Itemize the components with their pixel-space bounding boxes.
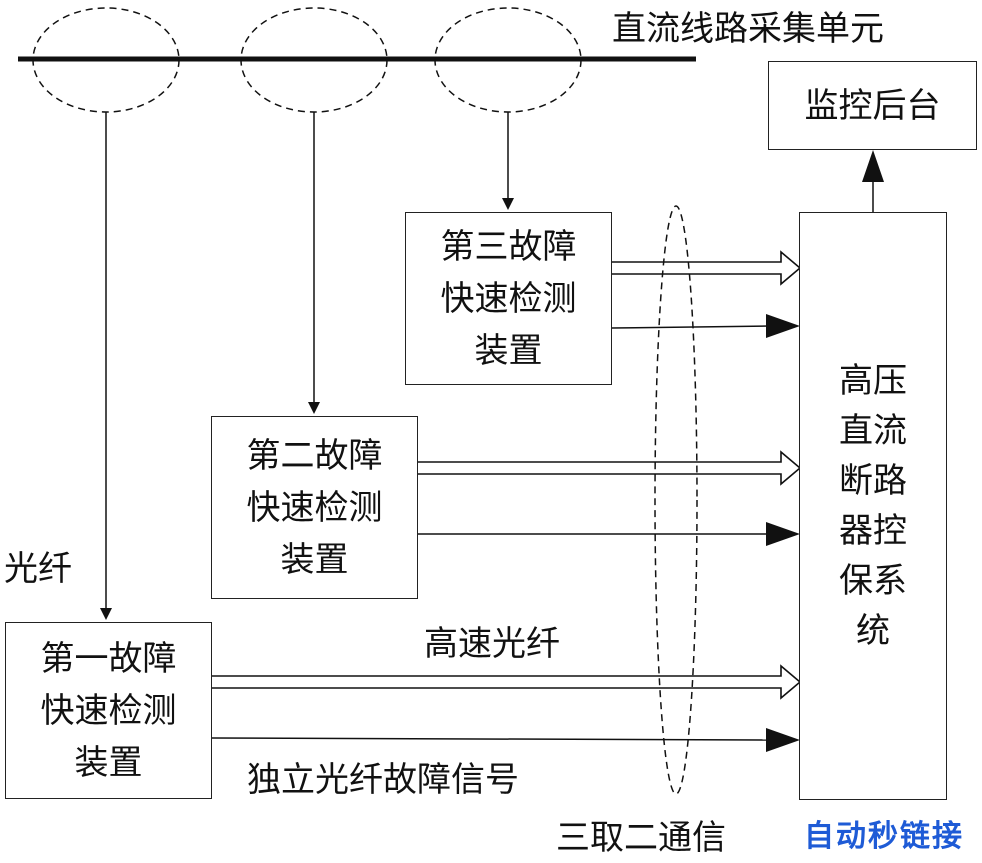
fault-detector-2-box: 第二故障 快速检测 装置 [211,416,418,599]
controller-line-2: 直流 [839,411,907,451]
hollow-arrow-device2 [418,450,802,486]
device1-line-2: 快速检测 [40,690,177,731]
controller-line-4: 器控 [839,511,907,551]
hollow-arrow-device1 [212,664,802,700]
monitor-arrowhead [862,150,884,182]
signal-arrowhead-device3 [766,314,800,338]
controller-line-3: 断路 [839,461,907,501]
fault-detector-1-box: 第一故障 快速检测 装置 [5,622,212,799]
controller-line-5: 保系 [839,561,907,601]
signal-line-device3 [611,325,771,329]
dc-line-collection-unit-label: 直流线路采集单元 [612,9,884,49]
signal-arrowhead-device2 [766,522,800,546]
hollow-arrow-device3 [612,250,802,286]
monitor-backend-box: 监控后台 [768,61,977,150]
device1-line-3: 装置 [74,742,143,783]
device3-line-3: 装置 [474,330,543,371]
device3-line-1: 第三故障 [440,226,577,267]
controller-line-6: 统 [856,611,890,651]
two-of-three-ellipse [654,205,698,795]
hvdc-breaker-controller-box: 高压 直流 断路 器控 保系 统 [799,212,947,800]
controller-line-1: 高压 [839,361,907,401]
device1-line-1: 第一故障 [40,638,177,679]
signal-arrowhead-device1 [766,728,800,752]
signal-line-device1 [211,737,771,741]
fiber-label: 光纤 [4,549,72,589]
watermark-logo: 自动秒链接 [804,819,964,854]
device2-line-3: 装置 [280,539,349,580]
highspeed-fiber-label: 高速光纤 [424,624,560,664]
fault-detector-3-box: 第三故障 快速检测 装置 [405,212,612,385]
device2-line-1: 第二故障 [246,435,383,476]
device2-line-2: 快速检测 [246,487,383,528]
two-of-three-communication-label: 三取二通信 [556,818,726,858]
independent-fault-signal-label: 独立光纤故障信号 [247,760,519,800]
monitor-backend-label: 监控后台 [804,85,941,126]
device3-line-2: 快速检测 [440,278,577,319]
